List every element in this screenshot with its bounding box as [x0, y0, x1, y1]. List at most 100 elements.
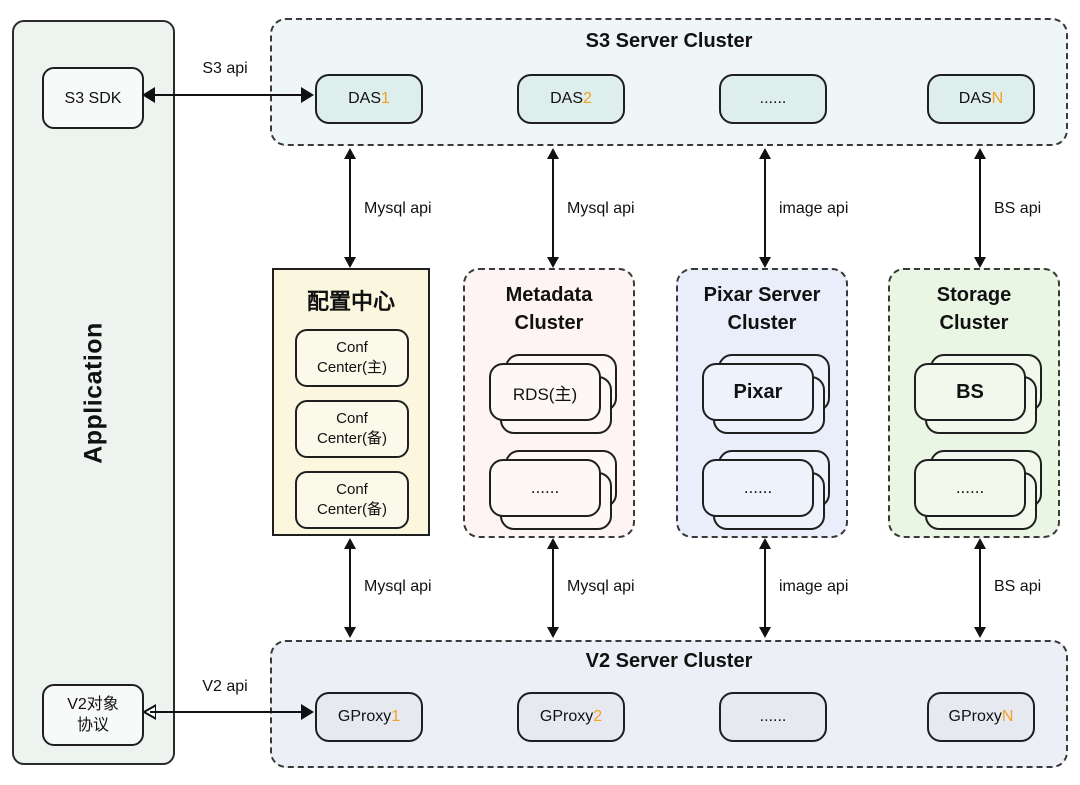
das1-suffix: 1 [381, 90, 390, 107]
arrowhead-right-icon [301, 704, 314, 720]
v2-api-label: V2 api [202, 678, 248, 695]
pixar-stack: Pixar [702, 354, 830, 434]
gproxy-ellipsis-node: ...... [719, 692, 827, 742]
storage-title-line2: Cluster [939, 312, 1009, 334]
conf-center-primary-node: Conf Center(主) [295, 329, 409, 387]
arrow-s3-storage [974, 148, 986, 268]
rds-primary-label: RDS(主) [512, 384, 578, 404]
arrowhead-down-icon [759, 257, 771, 268]
application-label: Application [79, 321, 107, 464]
arrow-line [349, 546, 351, 630]
arrowhead-up-icon [974, 148, 986, 159]
das2-label: DAS [550, 90, 583, 107]
conf-center-backup1-node: Conf Center(备) [295, 400, 409, 458]
rds-primary-card: RDS(主) [489, 363, 601, 421]
pixar-title-line1: Pixar Server [703, 284, 821, 306]
image-api-label: image api [779, 200, 849, 217]
das-ellipsis-node: ...... [719, 74, 827, 124]
s3-sdk-node: S3 SDK [42, 67, 144, 129]
conf-backup1-line2: Center(备) [316, 430, 387, 447]
s3-sdk-label: S3 SDK [64, 89, 122, 107]
arrowhead-down-icon [547, 627, 559, 638]
rds-ellipsis-label: ...... [530, 478, 560, 497]
bs-ellipsis-card: ...... [914, 459, 1026, 517]
arrow-line [764, 156, 766, 260]
arrowhead-right-icon [301, 87, 314, 103]
arrowhead-down-icon [974, 627, 986, 638]
storage-cluster: Storage Cluster BS ...... [888, 268, 1060, 538]
bs-card: BS [914, 363, 1026, 421]
arrowhead-left-icon [142, 87, 155, 103]
mysql-api-label: Mysql api [567, 200, 635, 217]
gproxyn-label: GProxy [948, 708, 1002, 725]
pixar-ellipsis-card: ...... [702, 459, 814, 517]
v2-protocol-label-line1: V2对象 [67, 696, 119, 713]
arrowhead-up-icon [974, 538, 986, 549]
arrow-s3-metadata [547, 148, 559, 268]
metadata-cluster: Metadata Cluster RDS(主) ...... [463, 268, 635, 538]
pixar-label: Pixar [733, 380, 783, 403]
arrow-s3-config [344, 148, 356, 268]
metadata-title-line2: Cluster [514, 312, 584, 334]
arrow-line [552, 546, 554, 630]
arrowhead-up-icon [759, 538, 771, 549]
arrowhead-up-icon [759, 148, 771, 159]
arrow-line [979, 156, 981, 260]
dasn-label: DAS [958, 90, 992, 107]
mysql-api-label: Mysql api [364, 578, 432, 595]
pixar-card: Pixar [702, 363, 814, 421]
dasn-suffix: N [991, 90, 1004, 107]
arrowhead-down-icon [974, 257, 986, 268]
bs-ellipsis-label: ...... [955, 478, 985, 497]
arrowhead-up-icon [547, 538, 559, 549]
arrowhead-up-icon [547, 148, 559, 159]
conf-backup1-line1: Conf [336, 410, 368, 427]
v2-cluster-title: V2 Server Cluster [585, 650, 753, 672]
arrowhead-down-icon [759, 627, 771, 638]
config-center-box: 配置中心 Conf Center(主) Conf Center(备) Conf … [272, 268, 430, 536]
pixar-ellipsis-stack: ...... [702, 450, 830, 530]
bs-api-label: BS api [994, 578, 1042, 595]
metadata-title-line1: Metadata [505, 284, 593, 306]
arrow-metadata-v2 [547, 538, 559, 638]
arrowhead-down-icon [344, 257, 356, 268]
arrow-line [764, 546, 766, 630]
pixar-server-cluster: Pixar Server Cluster Pixar ...... [676, 268, 848, 538]
s3-api-label: S3 api [202, 60, 248, 77]
mysql-api-label: Mysql api [567, 578, 635, 595]
arrow-line [552, 156, 554, 260]
arrowhead-down-icon [547, 257, 559, 268]
arrow-v2-api [142, 704, 314, 720]
gproxy2-suffix: 2 [593, 708, 603, 725]
arrow-storage-v2 [974, 538, 986, 638]
conf-backup2-line2: Center(备) [316, 501, 387, 518]
gproxy-ellipsis-label: ...... [759, 708, 787, 725]
s3-cluster-title: S3 Server Cluster [585, 30, 753, 52]
v2-protocol-node: V2对象 协议 [42, 684, 144, 746]
conf-backup2-line1: Conf [336, 481, 368, 498]
gproxy2-label: GProxy [539, 708, 594, 725]
arrowhead-up-icon [344, 148, 356, 159]
arrowhead-up-icon [344, 538, 356, 549]
arrow-config-v2 [344, 538, 356, 638]
arrow-line [150, 711, 306, 713]
arrow-line [349, 156, 351, 260]
application-box: Application S3 SDK V2对象 协议 [12, 20, 175, 765]
pixar-title-line2: Cluster [727, 312, 797, 334]
arrowhead-down-icon [344, 627, 356, 638]
arrow-s3-pixar [759, 148, 771, 268]
bs-ellipsis-stack: ...... [914, 450, 1042, 530]
das1-label: DAS [348, 90, 381, 107]
das2-suffix: 2 [583, 90, 592, 107]
image-api-label: image api [779, 578, 849, 595]
conf-center-backup2-node: Conf Center(备) [295, 471, 409, 529]
